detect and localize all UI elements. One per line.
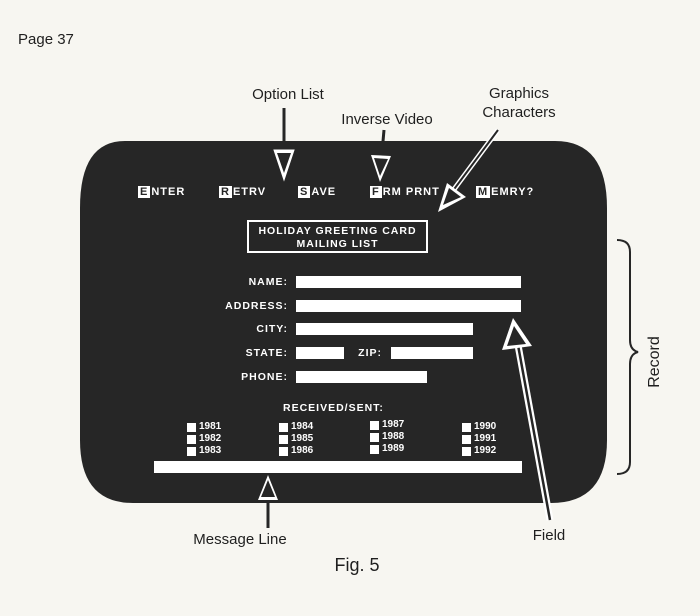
checkbox-icon xyxy=(370,432,379,442)
year-label: 1981 xyxy=(199,421,222,432)
state-label: STATE: xyxy=(245,347,288,359)
checkbox-icon xyxy=(370,420,379,430)
phone-label: PHONE: xyxy=(241,371,288,383)
zip-label: ZIP: xyxy=(358,347,382,359)
menu-frm-prnt-rest: RM PRNT xyxy=(382,186,440,198)
checkbox-icon xyxy=(462,446,471,456)
year-label: 1983 xyxy=(199,445,222,456)
menu-save-rest: AVE xyxy=(311,186,337,198)
checkbox-icon xyxy=(279,434,288,444)
checkbox-icon xyxy=(279,446,288,456)
year-label: 1985 xyxy=(291,433,314,444)
menu-enter-rest: NTER xyxy=(151,186,186,198)
year-checkbox-1992[interactable]: 1992 xyxy=(462,445,496,457)
year-checkbox-1987[interactable]: 1987 xyxy=(370,419,404,431)
year-checkbox-1988[interactable]: 1988 xyxy=(370,431,404,443)
menu-memry-hotkey: M xyxy=(476,186,491,198)
year-column-2: 1984 1985 1986 xyxy=(279,421,313,457)
year-checkbox-1990[interactable]: 1990 xyxy=(462,421,496,433)
year-checkbox-1989[interactable]: 1989 xyxy=(370,443,404,455)
year-checkbox-1982[interactable]: 1982 xyxy=(187,433,221,445)
callout-graphics-line1: Graphics xyxy=(488,85,550,102)
state-field[interactable] xyxy=(296,347,344,359)
checkbox-icon xyxy=(187,446,196,456)
message-line-arrow xyxy=(258,475,278,528)
callout-record: Record xyxy=(646,336,663,388)
callout-field: Field xyxy=(532,527,566,544)
screen-title-line1: HOLIDAY GREETING CARD xyxy=(258,225,417,237)
menu-frm-prnt-hotkey: F xyxy=(370,186,382,198)
checkbox-icon xyxy=(279,422,288,432)
year-checkbox-1983[interactable]: 1983 xyxy=(187,445,221,457)
received-sent-heading: RECEIVED/SENT: xyxy=(283,402,384,414)
address-label: ADDRESS: xyxy=(225,300,288,312)
year-column-3: 1987 1988 1989 xyxy=(370,419,404,455)
crt-screen xyxy=(80,141,607,503)
year-label: 1989 xyxy=(382,443,405,454)
inverse-video-arrow xyxy=(371,129,391,182)
record-bracket xyxy=(616,239,639,475)
name-field[interactable] xyxy=(296,276,521,288)
year-label: 1987 xyxy=(382,419,405,430)
address-field[interactable] xyxy=(296,300,521,312)
year-label: 1988 xyxy=(382,431,405,442)
menu-save-hotkey: S xyxy=(298,186,311,198)
graphics-characters-arrow xyxy=(438,128,501,212)
year-column-1: 1981 1982 1983 xyxy=(187,421,221,457)
year-label: 1990 xyxy=(474,421,497,432)
year-label: 1984 xyxy=(291,421,314,432)
figure-caption: Fig. 5 xyxy=(334,555,380,575)
city-field[interactable] xyxy=(296,323,473,335)
name-label: NAME: xyxy=(248,276,288,288)
page-number: Page 37 xyxy=(18,31,74,48)
option-list-arrow xyxy=(273,108,295,182)
checkbox-icon xyxy=(462,434,471,444)
checkbox-icon xyxy=(462,422,471,432)
city-label: CITY: xyxy=(256,323,288,335)
checkbox-icon xyxy=(187,422,196,432)
year-label: 1982 xyxy=(199,433,222,444)
message-line-bar xyxy=(154,461,522,473)
checkbox-icon xyxy=(370,444,379,454)
phone-field[interactable] xyxy=(296,371,427,383)
field-arrow xyxy=(502,318,554,521)
menu-retrv-rest: ETRV xyxy=(232,186,267,198)
callout-inverse-video: Inverse Video xyxy=(341,111,433,128)
screen-title-line2: MAILING LIST xyxy=(296,238,379,250)
year-checkbox-1991[interactable]: 1991 xyxy=(462,433,496,445)
callout-message-line: Message Line xyxy=(193,531,287,548)
year-checkbox-1985[interactable]: 1985 xyxy=(279,433,313,445)
callout-graphics-characters: Graphics Characters xyxy=(482,84,555,122)
year-label: 1991 xyxy=(474,433,497,444)
screen-title: HOLIDAY GREETING CARD MAILING LIST xyxy=(247,220,428,253)
menu-retrv-hotkey: R xyxy=(219,186,232,198)
menu-memry-rest: EMRY? xyxy=(491,186,535,198)
zip-field[interactable] xyxy=(391,347,473,359)
year-label: 1986 xyxy=(291,445,314,456)
year-column-4: 1990 1991 1992 xyxy=(462,421,496,457)
year-checkbox-1986[interactable]: 1986 xyxy=(279,445,313,457)
year-label: 1992 xyxy=(474,445,497,456)
callout-graphics-line2: Characters xyxy=(482,104,556,121)
year-checkbox-1981[interactable]: 1981 xyxy=(187,421,221,433)
menu-enter-hotkey: E xyxy=(138,186,151,198)
checkbox-icon xyxy=(187,434,196,444)
year-checkbox-1984[interactable]: 1984 xyxy=(279,421,313,433)
callout-option-list: Option List xyxy=(252,86,324,103)
